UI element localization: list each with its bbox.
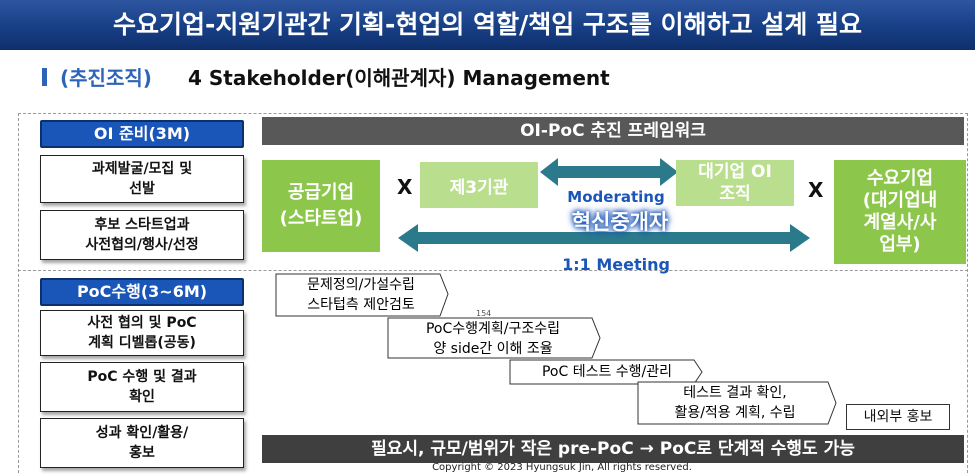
moderating-arrow xyxy=(540,158,678,186)
timeline-shape-2 xyxy=(387,317,601,359)
meeting-label: 1:1 Meeting xyxy=(562,255,670,274)
supplier-box: 공급기업 (스타트업) xyxy=(262,160,380,252)
phase-prep-header: OI 준비(3M) xyxy=(40,120,244,148)
step-task-discovery: 과제발굴/모집 및 선발 xyxy=(40,155,244,203)
multiply-sign-1: X xyxy=(397,175,413,199)
dashed-border-top xyxy=(18,113,968,114)
subtitle-prefix: (추진조직) xyxy=(60,66,152,90)
dashed-border-left xyxy=(18,113,19,473)
dashed-border-right xyxy=(967,113,968,473)
page-number-mark: 154 xyxy=(476,309,492,318)
timeline-item-4: 테스트 결과 확인, 활용/적용 계획, 수립 xyxy=(674,385,796,421)
demand-company-box: 수요기업 (대기업내 계열사/사 업부) xyxy=(834,160,966,264)
copyright-text: Copyright © 2023 Hyungsuk Jin, All right… xyxy=(432,462,692,473)
step-candidate-selection: 후보 스타트업과 사전협의/행사/선정 xyxy=(40,210,244,260)
large-org-oi-box: 대기업 OI 조직 xyxy=(676,160,794,206)
timeline-shape-4 xyxy=(637,381,837,425)
framework-header: OI-PoC 추진 프레임워크 xyxy=(262,117,964,145)
step-plan-develop: 사전 협의 및 PoC 계획 디벨롭(공동) xyxy=(40,310,244,356)
timeline-shape-3 xyxy=(509,359,703,385)
timeline-shape-1 xyxy=(275,273,449,317)
meeting-arrow xyxy=(398,224,810,252)
step-poc-execution: PoC 수행 및 결과 확인 xyxy=(40,362,244,412)
third-party-box: 제3기관 xyxy=(420,162,538,208)
phase-poc-header: PoC수행(3~6M) xyxy=(40,278,244,306)
timeline-item-1: 문제정의/가설수립 스타텁측 제안검토 xyxy=(307,277,415,313)
timeline-item-3: PoC 테스트 수행/관리 xyxy=(541,364,673,380)
innovation-broker-label: 혁신중개자 xyxy=(571,210,669,234)
dashed-divider xyxy=(18,270,968,271)
timeline-item-2: PoC수행계획/구조수립 양 side간 이해 조율 xyxy=(425,321,561,357)
page-title: 수요기업-지원기관간 기획-현업의 역할/책임 구조를 이해하고 설계 필요 xyxy=(112,10,863,39)
timeline-shapes xyxy=(275,273,837,425)
multiply-sign-2: X xyxy=(808,178,824,202)
step-result-promotion: 성과 확인/활용/ 홍보 xyxy=(40,418,244,468)
framework-arrows xyxy=(398,158,810,252)
title-banner xyxy=(0,0,975,50)
moderating-label: Moderating xyxy=(567,188,665,206)
bottom-note-bar: 필요시, 규모/범위가 작은 pre-PoC → PoC로 단계적 수행도 가능 xyxy=(262,435,964,463)
subtitle-marker xyxy=(42,68,47,86)
timeline-item-5: 내외부 홍보 xyxy=(846,404,950,430)
subtitle-main: 4 Stakeholder(이해관계자) Management xyxy=(188,66,610,90)
